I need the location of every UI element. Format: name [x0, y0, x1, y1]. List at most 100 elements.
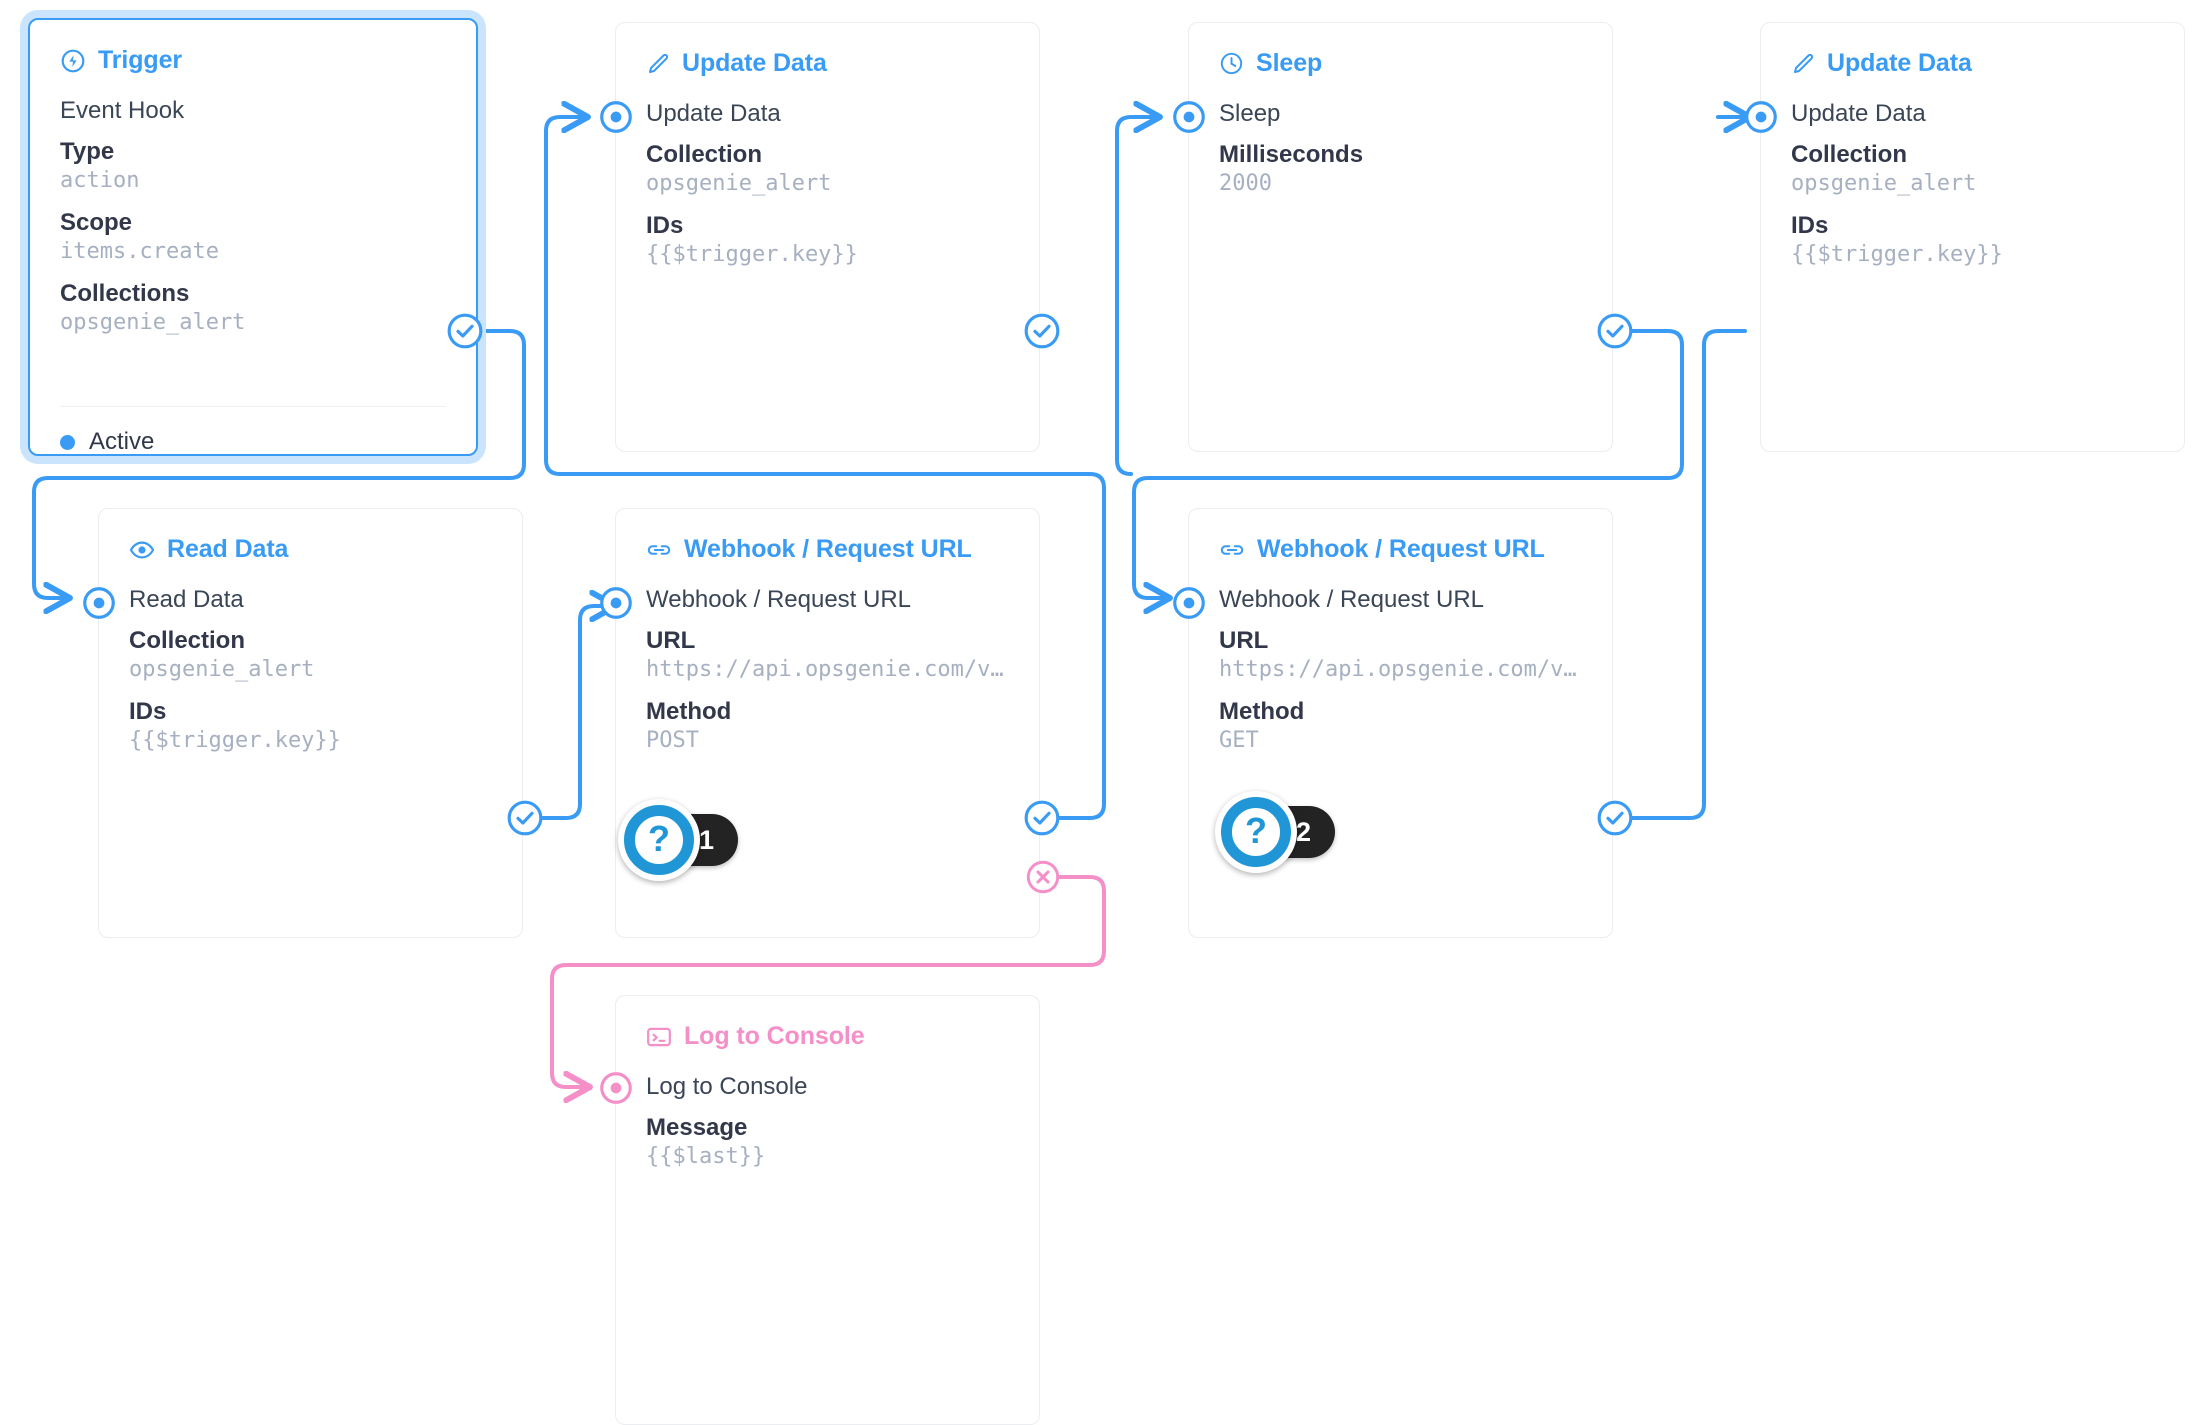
field-value: opsgenie_alert — [1791, 171, 1977, 197]
card-log-to-console[interactable]: Log to Console Log to Console Message {{… — [615, 995, 1040, 1425]
card-webhook-post-header: Webhook / Request URL — [646, 535, 1009, 564]
field-ids: IDs {{$trigger.key}} — [1791, 211, 2154, 270]
card-update-data-1-header: Update Data — [646, 49, 1009, 78]
port-resolve-webhook-post[interactable] — [1022, 798, 1062, 838]
field-label: Collections — [60, 279, 190, 307]
card-trigger-op-name: Event Hook — [60, 97, 185, 124]
help-badge-1[interactable]: 1 ? — [618, 799, 738, 881]
port-input-webhook-get[interactable] — [1170, 584, 1208, 622]
port-input-read-data[interactable] — [80, 584, 118, 622]
card-title-text: Webhook / Request URL — [684, 535, 972, 563]
op-name: Webhook / Request URL — [1219, 586, 1485, 613]
card-update-data-1[interactable]: Update Data Update Data Collection opsge… — [615, 22, 1040, 452]
help-badge-2-count: 2 — [1295, 816, 1311, 847]
card-update-data-2-header: Update Data — [1791, 49, 2154, 78]
status-badge: Active — [60, 428, 154, 456]
port-input-update-data-2[interactable] — [1742, 98, 1780, 136]
op-name: Webhook / Request URL — [646, 586, 912, 613]
status-dot-icon — [60, 434, 75, 450]
field-url: URL https://api.opsgenie.com/v… — [646, 626, 1009, 685]
card-title-text: Webhook / Request URL — [1257, 535, 1545, 563]
field-label: Collection — [1791, 141, 1908, 168]
card-sleep-header: Sleep — [1219, 49, 1582, 78]
port-resolve-read-data[interactable] — [505, 798, 545, 838]
field-value: opsgenie_alert — [60, 309, 246, 335]
op-name: Update Data — [1791, 100, 1926, 127]
field-value: action — [60, 168, 140, 194]
field-value: POST — [646, 728, 699, 754]
card-read-data-header: Read Data — [129, 535, 492, 564]
field-label: IDs — [129, 697, 167, 725]
pencil-icon — [1791, 52, 1815, 76]
card-title-text: Update Data — [682, 49, 827, 77]
field-label: Collection — [129, 627, 246, 654]
status-label: Active — [89, 428, 155, 455]
port-reject-webhook-post[interactable] — [1024, 858, 1062, 896]
help-circle-icon[interactable]: ? — [1215, 791, 1297, 873]
card-trigger-title: Trigger — [98, 46, 183, 74]
field-value: GET — [1219, 728, 1259, 754]
field-value: https://api.opsgenie.com/v… — [1219, 657, 1577, 683]
clock-icon — [1219, 51, 1244, 76]
field-label: IDs — [646, 211, 684, 239]
field-value: 2000 — [1219, 171, 1272, 197]
port-input-log-to-console[interactable] — [597, 1069, 635, 1107]
port-resolve-webhook-get[interactable] — [1595, 798, 1635, 838]
port-input-sleep[interactable] — [1170, 98, 1208, 136]
card-log-to-console-header: Log to Console — [646, 1022, 1009, 1051]
op-name: Log to Console — [646, 1073, 808, 1100]
op-name: Sleep — [1219, 100, 1281, 127]
field-label: URL — [646, 627, 696, 654]
field-label: IDs — [1791, 211, 1829, 239]
field-value: {{$last}} — [646, 1144, 766, 1170]
field-method: Method GET — [1219, 697, 1582, 756]
field-type: Type action — [60, 137, 446, 196]
field-method: Method POST — [646, 697, 1009, 756]
field-label: Method — [1219, 697, 1305, 725]
field-url: URL https://api.opsgenie.com/v… — [1219, 626, 1582, 685]
field-collections: Collections opsgenie_alert — [60, 279, 446, 338]
field-label: Type — [60, 138, 115, 165]
question-mark-icon: ? — [648, 818, 670, 859]
help-circle-icon[interactable]: ? — [618, 799, 700, 881]
card-read-data[interactable]: Read Data Read Data Collection opsgenie_… — [98, 508, 523, 938]
field-value: {{$trigger.key}} — [1791, 242, 2003, 268]
trigger-bolt-icon — [60, 48, 86, 74]
card-webhook-get-header: Webhook / Request URL — [1219, 535, 1582, 564]
field-milliseconds: Milliseconds 2000 — [1219, 140, 1582, 199]
field-value: opsgenie_alert — [129, 657, 315, 683]
op-name: Update Data — [646, 100, 781, 127]
card-title-text: Read Data — [167, 535, 289, 563]
help-badge-2[interactable]: 2 ? — [1215, 791, 1335, 873]
field-value: {{$trigger.key}} — [646, 242, 858, 268]
field-value: {{$trigger.key}} — [129, 728, 341, 754]
op-name: Read Data — [129, 586, 244, 613]
port-resolve-update-data-1[interactable] — [1022, 311, 1062, 351]
card-trigger[interactable]: Trigger Event Hook Type action Scope ite… — [28, 18, 478, 456]
field-collection: Collection opsgenie_alert — [646, 140, 1009, 199]
field-collection: Collection opsgenie_alert — [129, 626, 492, 685]
divider — [60, 406, 446, 407]
port-input-update-data-1[interactable] — [597, 98, 635, 136]
card-sleep[interactable]: Sleep Sleep Milliseconds 2000 — [1188, 22, 1613, 452]
field-label: Collection — [646, 141, 763, 168]
card-trigger-header: Trigger — [60, 46, 446, 75]
port-resolve-trigger[interactable] — [445, 311, 485, 351]
field-collection: Collection opsgenie_alert — [1791, 140, 2154, 199]
link-icon — [646, 540, 672, 560]
pencil-icon — [646, 52, 670, 76]
field-label: Message — [646, 1114, 748, 1141]
field-label: URL — [1219, 627, 1269, 654]
question-mark-icon: ? — [1245, 810, 1267, 851]
field-scope: Scope items.create — [60, 208, 446, 267]
field-label: Milliseconds — [1219, 141, 1364, 168]
eye-icon — [129, 537, 155, 563]
port-input-webhook-post[interactable] — [597, 584, 635, 622]
port-resolve-sleep[interactable] — [1595, 311, 1635, 351]
card-update-data-2[interactable]: Update Data Update Data Collection opsge… — [1760, 22, 2185, 452]
help-badge-1-count: 1 — [698, 824, 714, 855]
card-title-text: Sleep — [1256, 49, 1323, 77]
card-webhook-get[interactable]: Webhook / Request URL Webhook / Request … — [1188, 508, 1613, 938]
help-ring: ? — [1221, 797, 1291, 867]
